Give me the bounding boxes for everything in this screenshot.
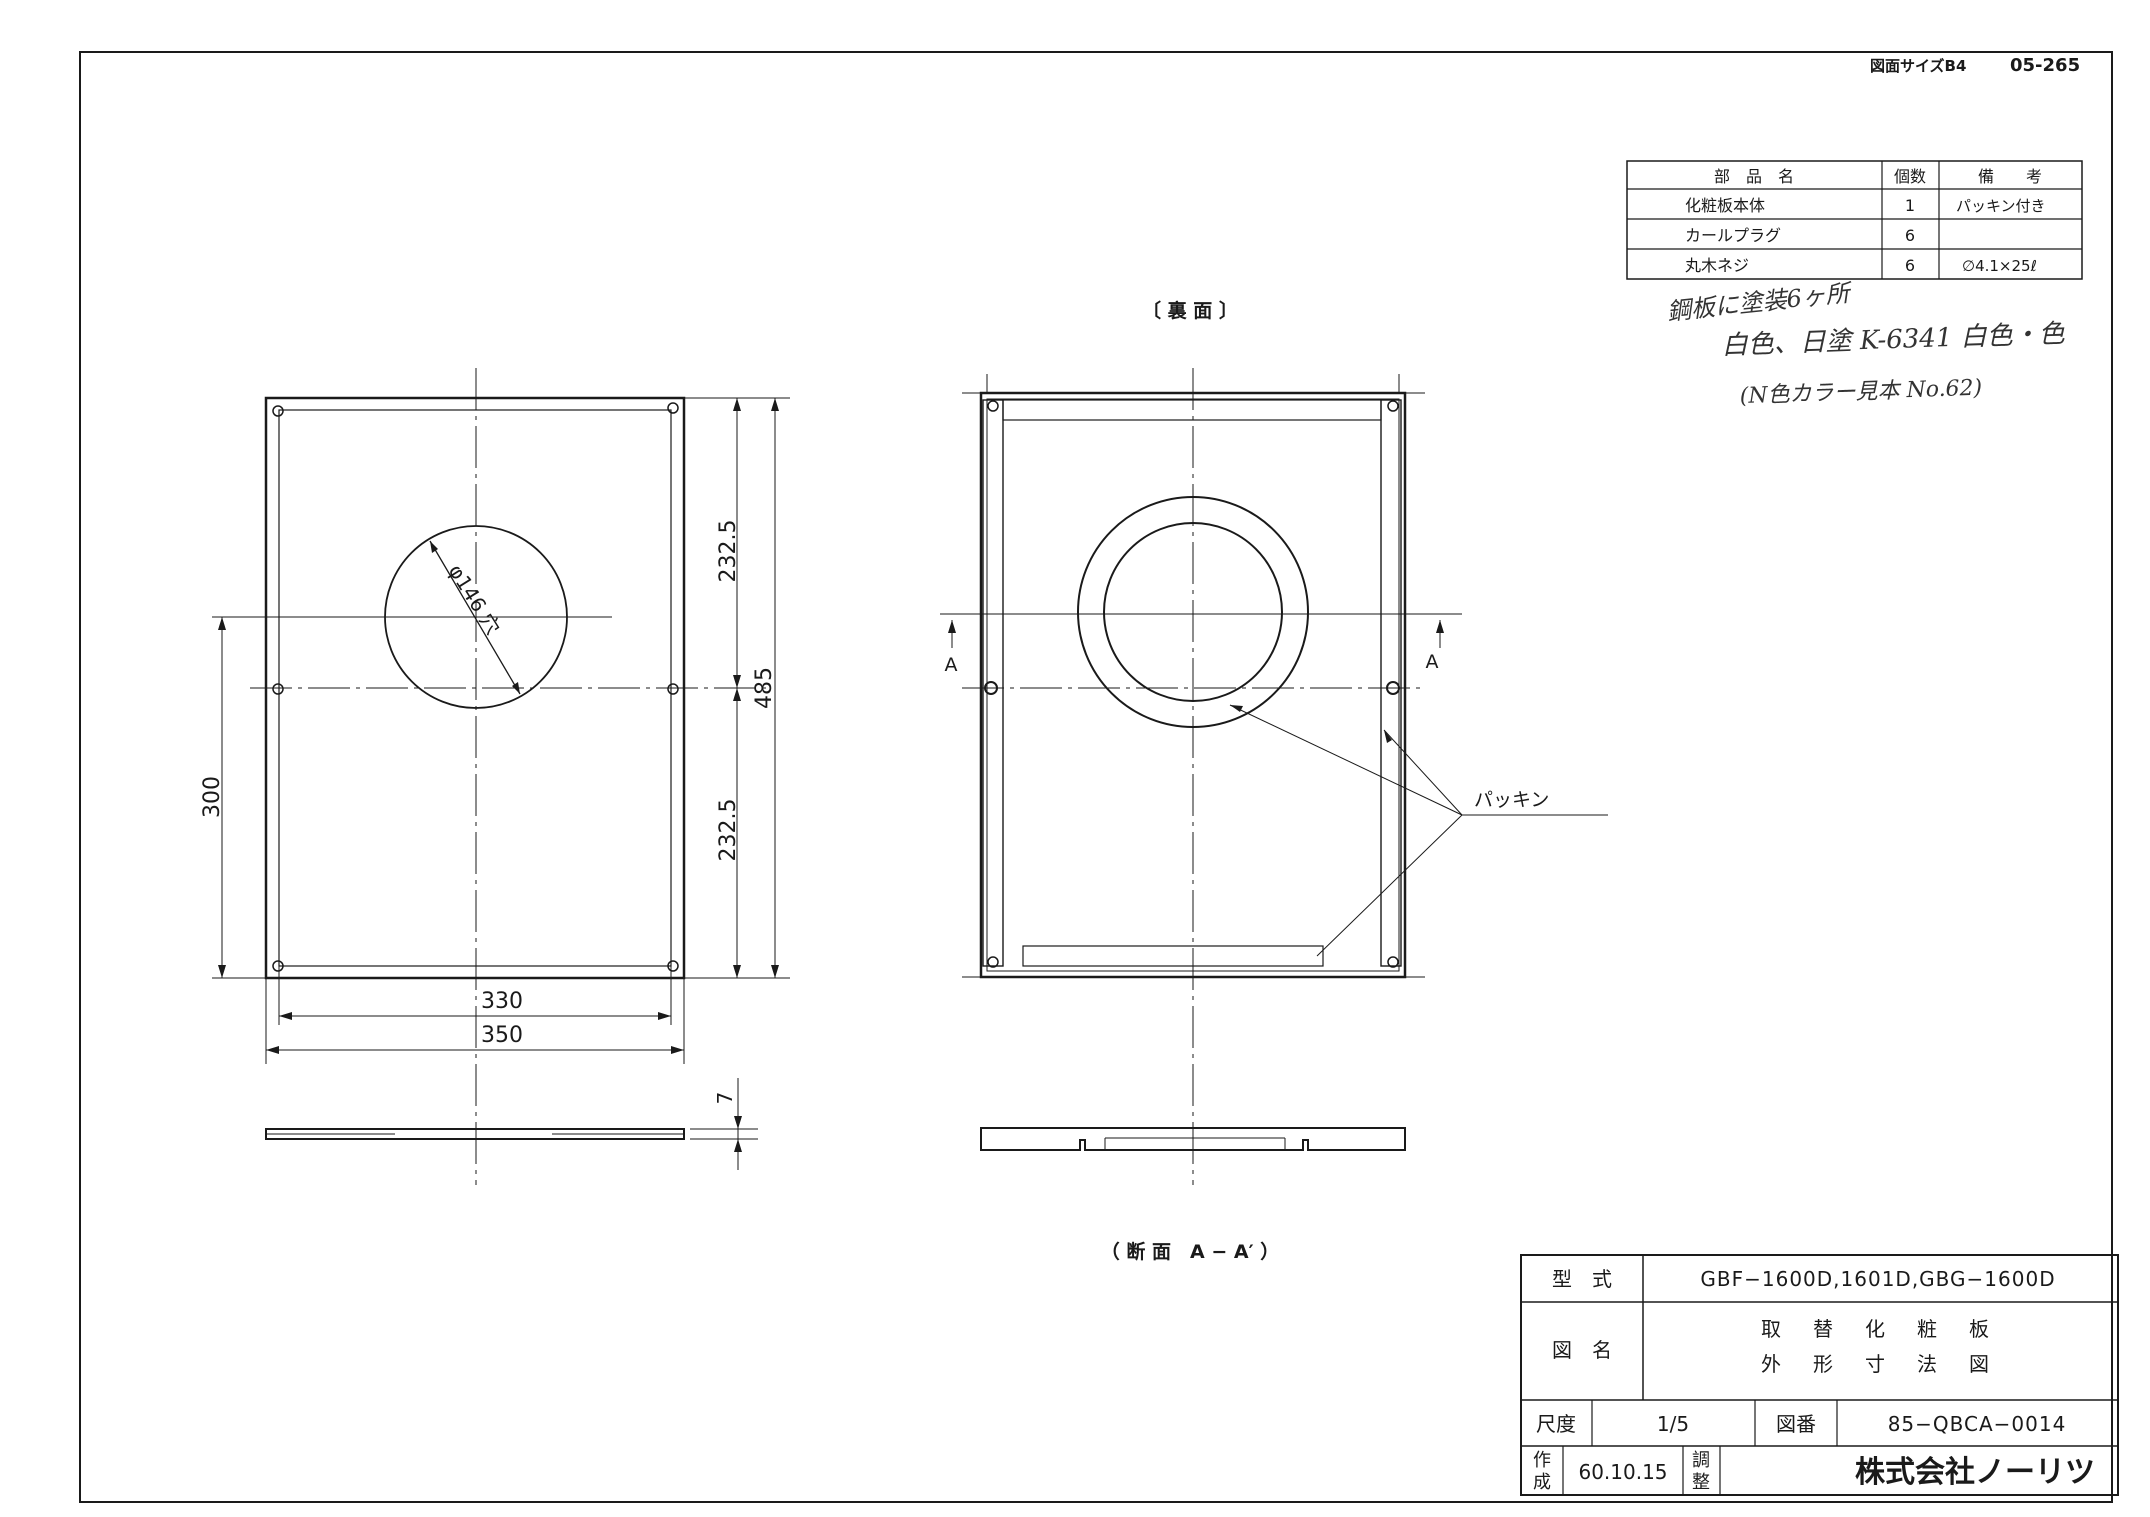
screw-hole: [667, 683, 679, 695]
dimension-lower: 232.5: [716, 799, 741, 862]
parts-row-qty: 1: [1905, 196, 1915, 215]
parts-row-name: 化粧板本体: [1685, 196, 1765, 215]
drawing-name-line2: 外 形 寸 法 図: [1761, 1352, 1995, 1376]
model-label: 型 式: [1552, 1267, 1612, 1291]
drawing-name-line1: 取 替 化 粧 板: [1761, 1317, 1995, 1341]
packing-strip-bottom: [1022, 945, 1324, 967]
made-label: 成: [1533, 1472, 1551, 1493]
dimension-upper: 232.5: [716, 520, 741, 583]
screw-hole: [987, 956, 999, 968]
drawing-border: [79, 51, 2113, 1503]
adjust-label: 整: [1692, 1472, 1710, 1493]
back-view: A A パッキン: [940, 368, 1608, 1185]
packing-strip: [982, 399, 1004, 967]
screw-hole: [1387, 956, 1399, 968]
paper-size-label: 図面サイズB4: [1870, 57, 1966, 75]
front-view: φ146 穴 232.5 232.5 485 300 330 350: [200, 368, 790, 1185]
section-mark-left: A: [945, 654, 958, 676]
section-mark-right: A: [1426, 651, 1439, 673]
dimension-thickness: 7: [713, 1092, 737, 1105]
model-value: GBF−1600D,1601D,GBG−1600D: [1700, 1267, 2055, 1291]
parts-header-name: 部 品 名: [1714, 167, 1794, 186]
parts-header-note: 備 考: [1978, 167, 2042, 186]
parts-row-note: パッキン付き: [1956, 197, 2046, 215]
scale-value: 1/5: [1657, 1412, 1689, 1436]
screw-hole: [987, 400, 999, 412]
front-section-profile: 7: [265, 1078, 758, 1170]
drawing-number-value: 85−QBCA−0014: [1888, 1412, 2067, 1436]
dimension-total-height: 485: [752, 667, 777, 709]
handwritten-note: 白色、日塗 K-6341 白色・色: [1721, 319, 2066, 361]
screw-hole: [1387, 400, 1399, 412]
parts-header-qty: 個数: [1894, 167, 1926, 186]
parts-row-qty: 6: [1905, 256, 1915, 275]
parts-row-note: ∅4.1×25ℓ: [1962, 257, 2037, 275]
parts-row-name: カールプラグ: [1685, 226, 1781, 245]
parts-table: 部 品 名 個数 備 考 化粧板本体 1 パッキン付き カールプラグ 6 丸木ネ…: [1626, 160, 2083, 280]
back-view-label: 〔 裏 面 〕: [1142, 299, 1238, 322]
sheet-number: 05-265: [2010, 55, 2080, 76]
screw-hole: [272, 405, 284, 417]
parts-row-qty: 6: [1905, 226, 1915, 245]
dimension-outer-width: 350: [481, 1023, 523, 1048]
hole-diameter-label: φ146 穴: [444, 560, 506, 639]
drawing-number-label: 図番: [1776, 1412, 1816, 1436]
made-label: 作: [1533, 1450, 1551, 1471]
section-view-label: （ 断 面 A − A′ ）: [1101, 1240, 1279, 1263]
parts-row-name: 丸木ネジ: [1685, 256, 1749, 275]
packing-label: パッキン: [1474, 789, 1549, 811]
handwritten-note: 鋼板に塗装6ヶ所: [1666, 279, 1855, 326]
company-name: 株式会社ノーリツ: [1855, 1455, 2095, 1490]
dimension-left-height: 300: [200, 776, 225, 818]
title-block: 型 式 GBF−1600D,1601D,GBG−1600D 図 名 取 替 化 …: [1520, 1254, 2119, 1496]
dimension-inner-width: 330: [481, 989, 523, 1014]
handwritten-note: (N色カラー見本 No.62): [1739, 376, 1982, 409]
screw-hole: [667, 402, 679, 414]
screw-hole: [272, 960, 284, 972]
screw-hole: [272, 683, 284, 695]
back-section-profile: [980, 1127, 1406, 1151]
drawing-name-label: 図 名: [1552, 1338, 1612, 1362]
adjust-label: 調: [1692, 1450, 1710, 1471]
scale-label: 尺度: [1536, 1412, 1576, 1436]
made-date: 60.10.15: [1578, 1460, 1667, 1484]
screw-hole: [667, 960, 679, 972]
